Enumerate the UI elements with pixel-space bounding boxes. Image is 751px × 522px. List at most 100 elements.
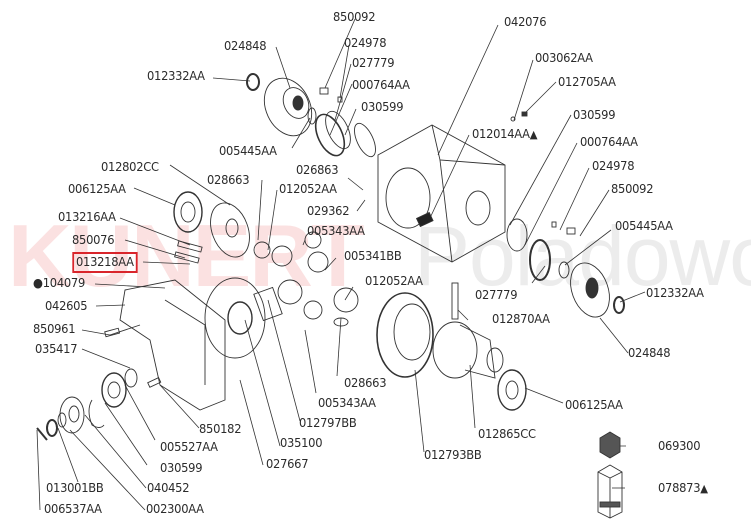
part-label[interactable]: 006537AA: [44, 501, 102, 516]
triangle-marker-icon: ▲: [700, 482, 708, 495]
part-label[interactable]: 027779: [352, 55, 395, 70]
output-flange-left: [263, 77, 313, 137]
grease-pack-icon: [599, 431, 621, 459]
bearing-006125AA-right: [497, 369, 527, 411]
nut-left: [246, 73, 260, 91]
part-label[interactable]: 035100: [280, 435, 323, 450]
hub-012802CC: [210, 202, 250, 258]
part-label[interactable]: 024978: [592, 158, 635, 173]
shaft-012870AA: [451, 282, 459, 320]
bolt-850961: [104, 327, 121, 338]
bolt-850182: [147, 377, 162, 388]
part-label[interactable]: 012052AA: [279, 181, 337, 196]
oring-002300AA: [57, 412, 67, 428]
base-bracket-042605: [109, 279, 226, 411]
part-label[interactable]: 012870AA: [492, 311, 550, 326]
part-label[interactable]: 005341BB: [344, 248, 402, 263]
output-flange-right: [570, 262, 610, 318]
part-label[interactable]: 024848: [628, 345, 671, 360]
part-label[interactable]: 850092: [333, 9, 376, 24]
part-label[interactable]: 027667: [266, 456, 309, 471]
part-label[interactable]: 012332AA: [646, 285, 704, 300]
part-number: 078873: [658, 480, 701, 495]
seal-013001BB: [46, 419, 58, 437]
dot-marker-icon: ●: [33, 275, 43, 290]
part-label[interactable]: 012052AA: [365, 273, 423, 288]
bolt-850092: [319, 87, 329, 95]
washer-024978-right: [551, 221, 557, 228]
part-label[interactable]: 012014AA▲: [472, 126, 538, 141]
part-label[interactable]: 030599: [160, 460, 203, 475]
part-label[interactable]: 006125AA: [68, 181, 126, 196]
diff-case-012865CC: [432, 321, 504, 379]
watermark-brand: KUNERT: [8, 206, 365, 305]
part-label[interactable]: 027779: [475, 287, 518, 302]
part-label[interactable]: ●104079: [33, 275, 86, 290]
part-label[interactable]: 850182: [199, 421, 242, 436]
part-label[interactable]: 028663: [207, 172, 250, 187]
part-label[interactable]: 850961: [33, 321, 76, 336]
part-label[interactable]: 012802CC: [101, 159, 159, 174]
bearing-cup-right: [506, 218, 528, 252]
bearing-006125AA-left: [173, 191, 203, 233]
part-label[interactable]: 042076: [504, 14, 547, 29]
part-label[interactable]: 003062AA: [535, 50, 593, 65]
part-number: 012014AA: [472, 126, 530, 141]
pinion-gears: [253, 231, 359, 327]
part-label[interactable]: 078873▲: [658, 480, 708, 495]
part-number: 104079: [42, 275, 86, 290]
gearbox-housing: [377, 124, 506, 263]
part-label[interactable]: 013216AA: [58, 209, 116, 224]
kit-box-icon: [597, 464, 623, 519]
triangle-marker-icon: ▲: [529, 128, 538, 141]
oring-left: [307, 107, 317, 125]
part-label[interactable]: 012793BB: [424, 447, 482, 462]
part-label[interactable]: 026863: [296, 162, 339, 177]
part-label[interactable]: 850076: [72, 232, 115, 247]
part-label[interactable]: 069300: [658, 438, 701, 453]
part-label[interactable]: 030599: [361, 99, 404, 114]
washer-024978: [337, 96, 343, 103]
highlighted-part-label[interactable]: 013218AA: [72, 252, 138, 273]
part-label[interactable]: 013001BB: [46, 480, 104, 495]
gasket-027667: [204, 277, 266, 359]
part-label[interactable]: 005343AA: [318, 395, 376, 410]
bearing-right: [529, 239, 551, 281]
part-label[interactable]: 012797BB: [299, 415, 357, 430]
part-label[interactable]: 005527AA: [160, 439, 218, 454]
part-label[interactable]: 042605: [45, 298, 88, 313]
part-label[interactable]: 035417: [35, 341, 78, 356]
part-label[interactable]: 024978: [344, 35, 387, 50]
flange-040452: [59, 396, 85, 434]
watermark-location: Poladowo: [414, 209, 751, 303]
part-label[interactable]: 002300AA: [146, 501, 204, 516]
circlip-030599: [88, 399, 105, 428]
part-label[interactable]: 012705AA: [558, 74, 616, 89]
bearing-005527AA: [101, 372, 127, 408]
part-label[interactable]: 005445AA: [219, 143, 277, 158]
part-label[interactable]: 012865CC: [478, 426, 536, 441]
part-label[interactable]: 040452: [147, 480, 190, 495]
part-label[interactable]: 030599: [573, 107, 616, 122]
part-label[interactable]: 005445AA: [615, 218, 673, 233]
seal-035417: [124, 368, 138, 388]
nut-right: [613, 296, 625, 314]
part-label[interactable]: 850092: [611, 181, 654, 196]
part-label[interactable]: 000764AA: [352, 77, 410, 92]
part-label[interactable]: 029362: [307, 203, 350, 218]
bolt-850092-right: [566, 227, 576, 235]
part-label[interactable]: 000764AA: [580, 134, 638, 149]
part-label[interactable]: 028663: [344, 375, 387, 390]
pins: [174, 240, 203, 264]
crown-gear-012793BB: [376, 292, 434, 378]
part-label[interactable]: 024848: [224, 38, 267, 53]
part-label[interactable]: 006125AA: [565, 397, 623, 412]
plug-003062AA: [510, 116, 516, 122]
pinion-shaft-012797BB: [253, 286, 283, 322]
part-label[interactable]: 005343AA: [307, 223, 365, 238]
plug-012705AA: [521, 111, 528, 117]
part-label[interactable]: 012332AA: [147, 68, 205, 83]
key-006537AA: [36, 427, 48, 441]
